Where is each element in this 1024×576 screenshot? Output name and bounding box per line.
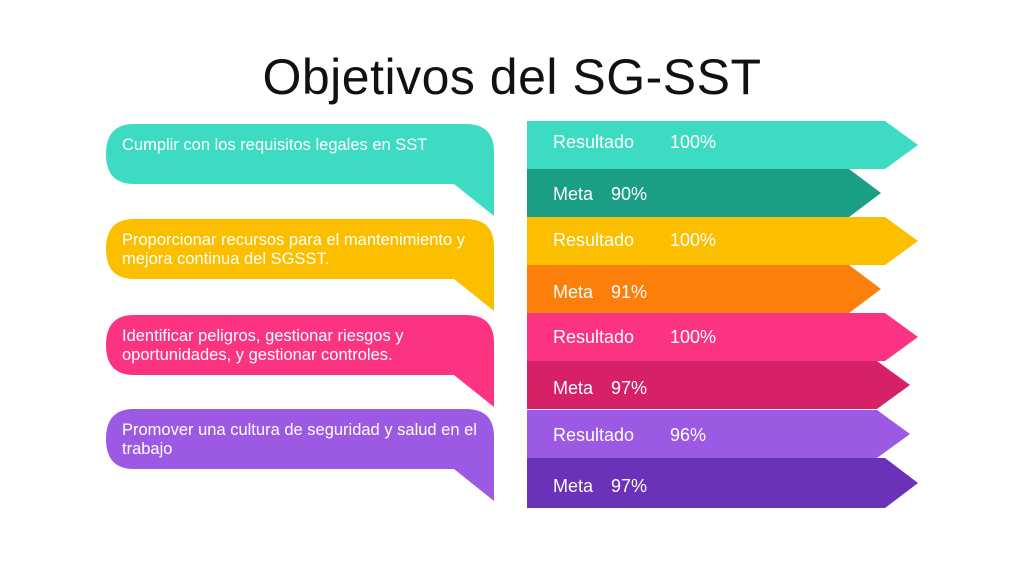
metric-label: Meta bbox=[553, 476, 594, 496]
metric-value: 100% bbox=[670, 132, 717, 152]
bubble-shape bbox=[106, 315, 494, 407]
objective-text: Identificar peligros, gestionar riesgos … bbox=[122, 327, 404, 364]
tag-shape bbox=[527, 265, 881, 313]
tag-shape bbox=[527, 458, 918, 508]
metric-value: 90% bbox=[611, 184, 648, 204]
objective-text: Proporcionar recursos para el mantenimie… bbox=[122, 231, 465, 268]
metric-value: 96% bbox=[670, 425, 707, 445]
metric-label: Resultado bbox=[553, 132, 635, 152]
bubble-shape bbox=[106, 124, 494, 216]
bubble-shape bbox=[106, 219, 494, 311]
metric-value: 91% bbox=[611, 282, 648, 302]
page-title: Objetivos del SG-SST bbox=[262, 49, 762, 105]
tag-shape bbox=[527, 121, 918, 169]
metric-label: Meta bbox=[553, 378, 594, 398]
bubble-shape bbox=[106, 409, 494, 501]
metric-value: 100% bbox=[670, 230, 717, 250]
metric-value: 97% bbox=[611, 476, 648, 496]
metric-label: Meta bbox=[553, 184, 594, 204]
metric-label: Resultado bbox=[553, 327, 635, 347]
tag-shape bbox=[527, 169, 881, 217]
metric-label: Resultado bbox=[553, 230, 635, 250]
tag-shape bbox=[527, 410, 910, 458]
tag-shape bbox=[527, 313, 918, 361]
metric-label: Meta bbox=[553, 282, 594, 302]
objective-text: Cumplir con los requisitos legales en SS… bbox=[122, 136, 428, 154]
metric-label: Resultado bbox=[553, 425, 635, 445]
objective-bubble-legal: Cumplir con los requisitos legales en SS… bbox=[106, 124, 494, 216]
objective-bubble-hazards: Identificar peligros, gestionar riesgos … bbox=[106, 315, 494, 407]
objective-bubble-culture: Promover una cultura de seguridad y salu… bbox=[106, 409, 494, 501]
metric-value: 97% bbox=[611, 378, 648, 398]
objective-bubble-resources: Proporcionar recursos para el mantenimie… bbox=[106, 219, 494, 311]
objective-text: Promover una cultura de seguridad y salu… bbox=[122, 421, 477, 458]
tag-shape bbox=[527, 217, 918, 265]
metric-value: 100% bbox=[670, 327, 717, 347]
tag-shape bbox=[527, 361, 910, 409]
